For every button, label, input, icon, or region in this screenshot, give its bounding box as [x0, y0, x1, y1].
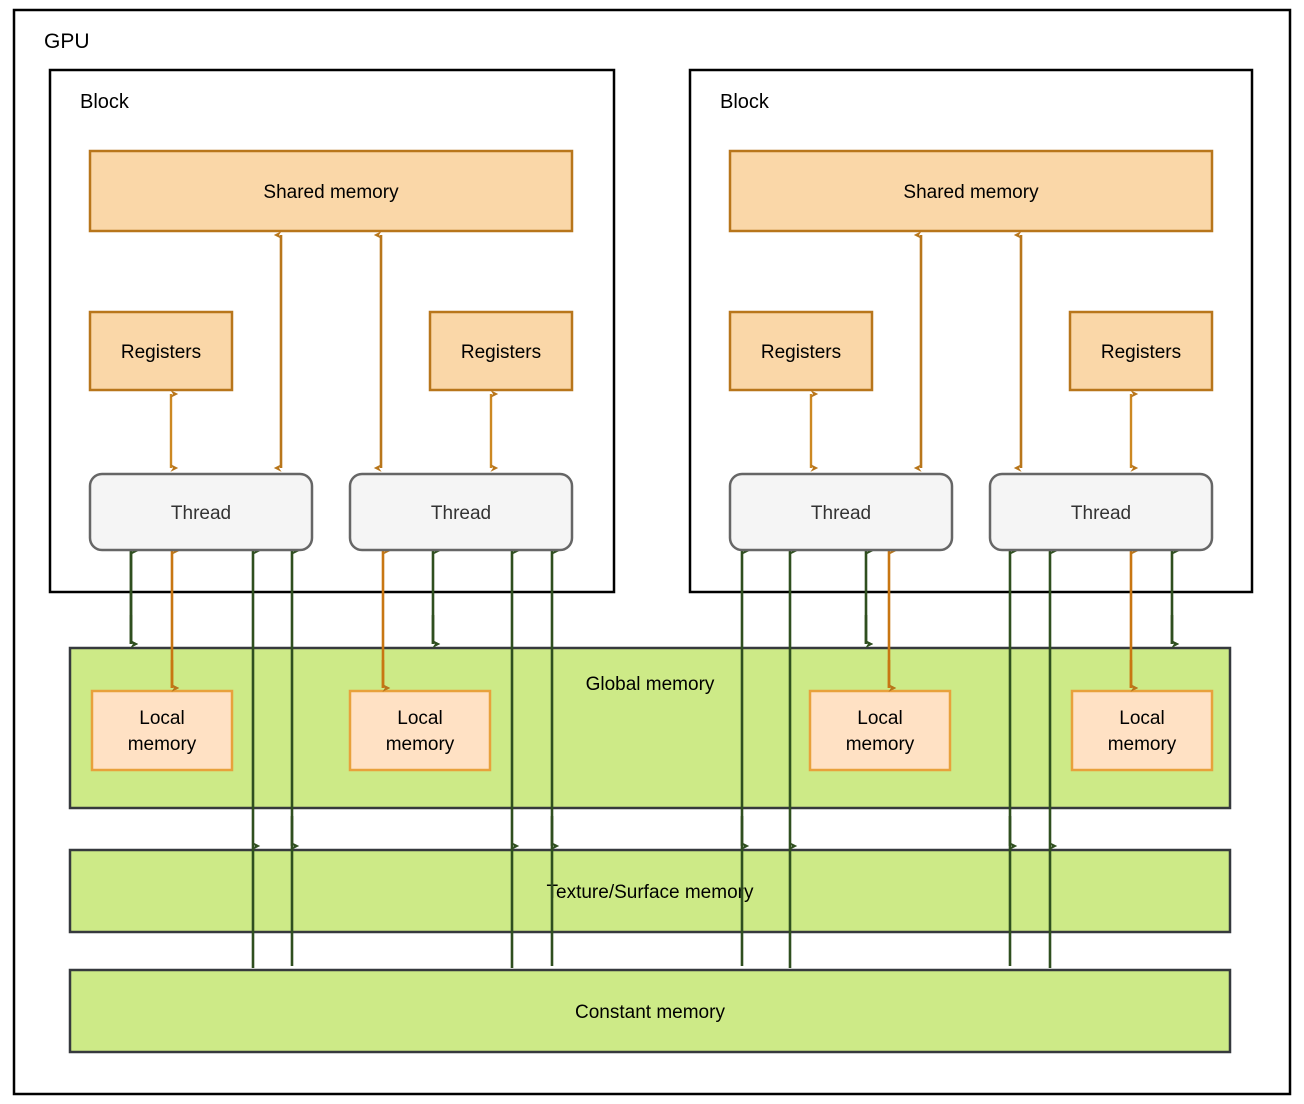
constant-memory-band	[68, 968, 1232, 1054]
constant-memory-label: Constant memory	[575, 1002, 725, 1023]
local-memory-0-line2: memory	[128, 734, 197, 755]
local-memory-3	[1070, 689, 1214, 772]
texture-surface-memory-label: Texture/Surface memory	[547, 882, 754, 903]
global-memory-label: Global memory	[586, 674, 715, 695]
shared-memory-1-label: Shared memory	[903, 182, 1039, 203]
thread-0-label: Thread	[171, 503, 231, 524]
thread-1-label: Thread	[431, 503, 491, 524]
local-memory-1	[348, 689, 492, 772]
thread-2	[728, 472, 954, 552]
thread-1	[348, 472, 574, 552]
registers-2-label: Registers	[761, 342, 841, 363]
shared-memory-0-label: Shared memory	[263, 182, 399, 203]
registers-1	[428, 310, 574, 392]
gpu-title: GPU	[44, 30, 90, 53]
local-memory-1-line1: Local	[397, 708, 442, 729]
block-1-label: Block	[720, 91, 770, 113]
texture-surface-memory-band	[68, 848, 1232, 934]
thread-0	[88, 472, 314, 552]
block-0-label: Block	[80, 91, 130, 113]
registers-2	[728, 310, 874, 392]
local-memory-3-line1: Local	[1119, 708, 1164, 729]
registers-0-label: Registers	[121, 342, 201, 363]
local-memory-2-line1: Local	[857, 708, 902, 729]
shared-memory-0	[88, 149, 574, 233]
shared-memory-1	[728, 149, 1214, 233]
thread-2-label: Thread	[811, 503, 871, 524]
local-memory-3-line2: memory	[1108, 734, 1177, 755]
registers-3	[1068, 310, 1214, 392]
global-memory-band	[68, 646, 1232, 810]
thread-3	[988, 472, 1214, 552]
registers-0	[88, 310, 234, 392]
registers-3-label: Registers	[1101, 342, 1181, 363]
thread-3-label: Thread	[1071, 503, 1131, 524]
local-memory-0	[90, 689, 234, 772]
local-memory-1-line2: memory	[386, 734, 455, 755]
registers-1-label: Registers	[461, 342, 541, 363]
local-memory-0-line1: Local	[139, 708, 184, 729]
local-memory-2-line2: memory	[846, 734, 915, 755]
local-memory-2	[808, 689, 952, 772]
